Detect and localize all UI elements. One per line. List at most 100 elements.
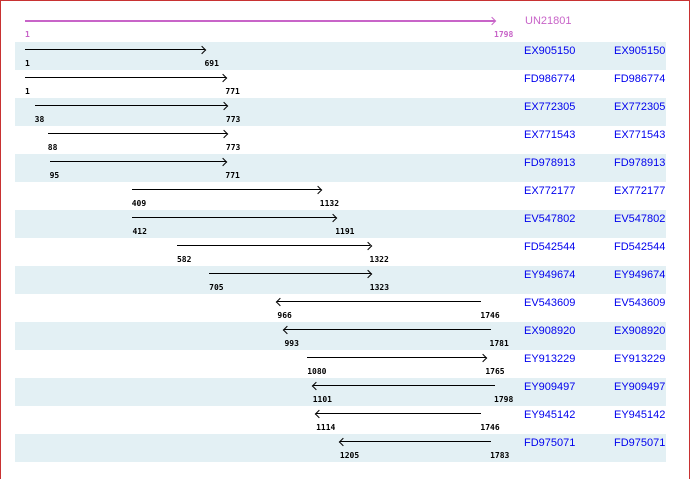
alignment-name-link[interactable]: FD978913	[524, 157, 576, 169]
arrow-left-icon	[314, 409, 324, 419]
end-position: 1783	[490, 451, 510, 460]
alignment-row: 95 771 FD978913 FD978913	[15, 154, 666, 182]
alignment-accession-link[interactable]: EY909497	[614, 381, 666, 393]
alignment-row: 88 773 EX771543 EX771543	[15, 126, 666, 154]
alignment-name-link[interactable]: EX905150	[524, 45, 576, 57]
arrow-left-icon	[276, 297, 285, 307]
alignment-name-link[interactable]: EY909497	[524, 381, 576, 393]
alignment-row: 409 1132 EX772177 EX772177	[15, 182, 666, 210]
alignment-row: 38 773 EX772305 EX772305	[15, 98, 666, 126]
start-position: 38	[34, 115, 45, 124]
alignment-row: 705 1323 EY949674 EY949674	[15, 266, 666, 294]
end-position: 773	[225, 143, 241, 152]
end-position: 1781	[489, 339, 509, 348]
alignment-accession-link[interactable]: EY949674	[614, 269, 666, 281]
alignment-name-link[interactable]: EV543609	[524, 297, 576, 309]
start-position: 1101	[312, 395, 332, 404]
arrow-right-icon	[219, 101, 229, 111]
arrow-right-icon	[219, 129, 229, 139]
alignment-row: 1101 1798 EY909497 EY909497	[15, 378, 666, 406]
alignment-row: 1080 1765 EY913229 EY913229	[15, 350, 666, 378]
alignment-arrow	[131, 189, 321, 190]
alignment-name-link[interactable]: EY945142	[524, 409, 576, 421]
alignment-accession-link[interactable]: EX772177	[614, 185, 666, 197]
arrow-right-icon	[363, 241, 372, 251]
alignment-accession-link[interactable]: FD975071	[614, 437, 666, 449]
end-position: 1191	[335, 227, 355, 236]
alignment-name-link[interactable]: EV547802	[524, 213, 576, 225]
alignment-accession-link[interactable]: EY913229	[614, 353, 666, 365]
alignment-row: 1 771 FD986774 FD986774	[15, 70, 666, 98]
alignment-arrow	[316, 413, 482, 414]
end-position: 1798	[494, 395, 514, 404]
alignment-name-link[interactable]: FD986774	[524, 73, 576, 85]
start-position: 966	[277, 311, 292, 320]
alignment-arrow	[307, 357, 487, 358]
alignment-arrow	[339, 441, 492, 442]
alignment-accession-link[interactable]: EX908920	[614, 325, 666, 337]
alignment-arrow	[25, 77, 227, 78]
alignment-arrow	[49, 161, 227, 162]
start-position: 582	[176, 255, 192, 264]
alignment-arrow	[47, 133, 227, 134]
arrow-right-icon	[313, 185, 323, 195]
end-position: 1132	[319, 199, 340, 208]
alignment-row: 1205 1783 FD975071 FD975071	[15, 434, 666, 462]
alignment-accession-link[interactable]: EV547802	[614, 213, 666, 225]
alignment-name-link[interactable]: FD975071	[524, 437, 576, 449]
start-position: 993	[284, 339, 299, 348]
end-position: 773	[225, 115, 241, 124]
start-position: 1	[25, 87, 30, 96]
end-position: 1746	[480, 423, 500, 432]
end-position: 1746	[480, 311, 500, 320]
start-position: 409	[131, 199, 147, 208]
start-position: 88	[47, 143, 58, 152]
alignment-name-link[interactable]: EY949674	[524, 269, 576, 281]
alignment-name-link[interactable]: EX772177	[524, 185, 576, 197]
arrow-left-icon	[338, 437, 348, 447]
alignment-accession-link[interactable]: FD542544	[614, 241, 666, 253]
end-position: 771	[225, 171, 240, 180]
arrow-right-icon	[479, 353, 488, 363]
end-position: 771	[225, 87, 240, 96]
end-position: 1765	[485, 367, 505, 376]
alignment-accession-link[interactable]: EX771543	[614, 129, 666, 141]
arrow-left-icon	[283, 325, 292, 335]
alignment-row: 993 1781 EX908920 EX908920	[15, 322, 666, 350]
alignment-arrow	[25, 20, 495, 22]
alignment-accession-link[interactable]: EX772305	[614, 101, 666, 113]
alignment-accession-link[interactable]: FD978913	[614, 157, 666, 169]
arrow-right-icon	[219, 157, 228, 167]
alignment-name-link[interactable]: EY913229	[524, 353, 576, 365]
arrow-right-icon	[219, 73, 228, 83]
alignment-accession-link[interactable]: EX905150	[614, 45, 666, 57]
alignment-name-link[interactable]: EX772305	[524, 101, 576, 113]
arrow-right-icon	[363, 269, 372, 279]
start-position: 1	[25, 59, 30, 68]
start-position: 1080	[307, 367, 327, 376]
end-position: 1323	[369, 283, 390, 292]
end-position: 1798	[494, 30, 514, 39]
arrow-left-icon	[311, 381, 320, 391]
alignment-arrow	[132, 217, 337, 218]
alignment-arrow	[176, 245, 371, 246]
end-position: 1322	[369, 255, 389, 264]
arrow-right-icon	[328, 213, 338, 223]
alignment-accession-link[interactable]: EY945142	[614, 409, 666, 421]
alignment-accession-link[interactable]: EV543609	[614, 297, 666, 309]
alignment-name-link[interactable]: FD542544	[524, 241, 576, 253]
alignment-row: 1 691 EX905150 EX905150	[15, 42, 666, 70]
end-position: 691	[204, 59, 219, 68]
start-position: 705	[209, 283, 224, 292]
start-position: 1205	[339, 451, 360, 460]
alignment-arrow	[284, 329, 491, 330]
alignment-name-link[interactable]: EX771543	[524, 129, 576, 141]
start-position: 95	[49, 171, 60, 180]
arrow-right-icon	[198, 45, 207, 55]
alignment-arrow	[312, 385, 495, 386]
alignment-name-link[interactable]: EX908920	[524, 325, 576, 337]
alignment-accession-link[interactable]: FD986774	[614, 73, 666, 85]
reference-name: UN21801	[525, 15, 572, 27]
alignment-row: 966 1746 EV543609 EV543609	[15, 294, 666, 322]
